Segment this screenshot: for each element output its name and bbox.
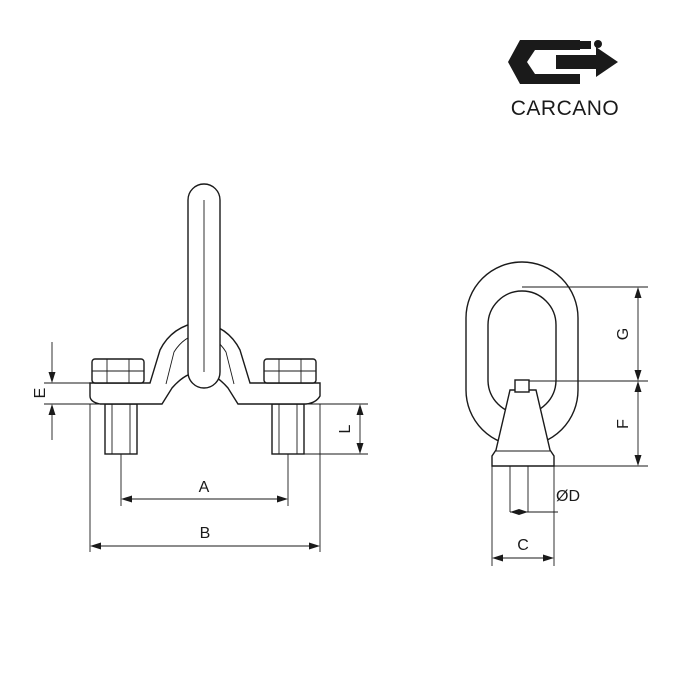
carcano-logo: CARCANO bbox=[508, 40, 619, 120]
logo-mark-icon bbox=[508, 40, 580, 84]
dimension-f: F bbox=[554, 381, 648, 467]
dimension-e: E bbox=[32, 342, 100, 440]
right-nut bbox=[263, 358, 317, 384]
dimension-label-a: A bbox=[199, 479, 210, 496]
dimension-label-f: F bbox=[615, 419, 632, 429]
dimension-label-c: C bbox=[517, 537, 529, 554]
dimension-label-g: G bbox=[615, 328, 632, 340]
right-bolt bbox=[271, 403, 305, 455]
left-bolt bbox=[104, 403, 138, 455]
front-view bbox=[89, 183, 321, 455]
brand-name: CARCANO bbox=[511, 97, 620, 120]
dimension-l: L bbox=[304, 403, 368, 455]
dimension-c: C bbox=[491, 466, 555, 566]
swivel-pin bbox=[514, 379, 530, 393]
dimension-label-l: L bbox=[337, 424, 354, 433]
dimension-label-d: ØD bbox=[556, 488, 580, 505]
logo-dot-icon bbox=[594, 40, 602, 48]
logo-block-icon bbox=[578, 41, 591, 49]
dimension-d: ØD bbox=[510, 488, 580, 515]
dimension-label-e: E bbox=[32, 388, 49, 399]
side-view bbox=[465, 261, 579, 512]
left-nut bbox=[91, 358, 145, 384]
side-ring-inner bbox=[487, 290, 557, 415]
dimension-a: A bbox=[120, 454, 289, 506]
dimension-g: G bbox=[522, 286, 648, 382]
dimension-label-b: B bbox=[200, 525, 211, 542]
logo-arrow-icon bbox=[556, 47, 618, 77]
dimension-b: B bbox=[89, 404, 321, 552]
